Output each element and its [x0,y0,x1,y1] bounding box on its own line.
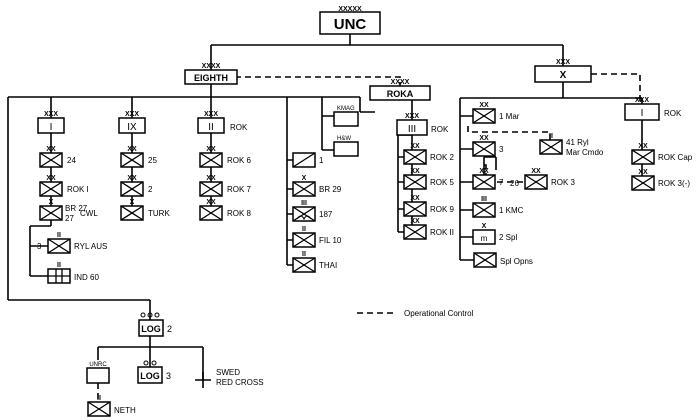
x-unit-26: 26 [510,179,519,188]
swed-label: SWED [216,368,240,377]
ii-corps-unit-rok6: ROK 6 [227,156,252,165]
unit-187-label: 187 [319,210,333,219]
iii-corps-label: III [408,124,416,135]
log2-number: 2 [167,324,172,334]
iii-corps-echelon: XXX [405,113,419,120]
i-corps-unit-br27: BR 27 [65,204,88,213]
unc-node: XXXXX UNC [319,6,381,35]
eighth-army-node: XXXX EIGHTH [184,63,238,85]
ix-corps-unit-2: 2 [148,185,153,194]
roka-echelon: XXXX [391,79,410,86]
rok-i-unit-3: ROK 3(-) [658,179,690,188]
eighth-echelon: XXXX [202,63,221,70]
x-unit-rok3: ROK 3 [551,178,576,187]
iii-corps-unit-rok9: ROK 9 [430,205,455,214]
rok-i-corps-side-label: ROK [664,109,682,118]
ii-corps-side-label: ROK [230,123,248,132]
rok-i-corps-label: I [641,108,644,119]
red-cross-label: RED CROSS [216,378,264,387]
x-unit-3: 3 [499,145,504,154]
i-corps-label: I [50,122,53,133]
legend: Operational Control [357,309,474,318]
x-unit-spl-opns: Spl Opns [500,257,533,266]
i-corps-unit-24: 24 [67,156,76,165]
x-corps-echelon: XXX [556,59,570,66]
unrc-label: UNRC [89,362,107,368]
roka-label: ROKA [387,89,414,99]
i-corps-echelon: XXX [44,111,58,118]
log3-number: 3 [166,371,171,381]
svg-text:X: X [482,223,487,230]
roka-node: XXXX ROKA [369,79,431,101]
ix-corps: XXX IX 25 2 TURK [118,111,170,221]
iii-corps-unit-rok2: ROK 2 [430,153,455,162]
iii-corps-unit-rok5: ROK 5 [430,178,455,187]
log3-node: LOG 3 [137,360,171,384]
rok-i-corps-echelon: XXX [635,97,649,104]
unit-1-label: 1 [319,156,324,165]
kmag-label: KMAG [337,106,355,112]
i-corps-unit-rok-i: ROK I [67,185,89,194]
eighth-label: EIGHTH [194,73,228,83]
x-unit-7: 7 [499,178,504,187]
log3-label: LOG [140,371,160,381]
log2-node: LOG 2 [138,312,172,337]
ix-corps-echelon: XXX [125,111,139,118]
advisory-units: KMAG H&W [333,106,359,157]
x-unit-1mar: 1 Mar [499,112,520,121]
ix-corps-unit-turk: TURK [148,209,170,218]
x-corps-units: 1 Mar 3 41 Ryl Mar Cmdo 7 26 ROK 3 1 KMC… [472,101,604,268]
ii-rok-corps: XXX II ROK ROK 6 ROK 7 ROK 8 [197,111,252,221]
x-unit-spl-opns-box [473,252,497,268]
x-unit-1kmc: 1 KMC [499,206,524,215]
unc-echelon: XXXXX [338,6,362,13]
ind60-unit: II [47,262,71,284]
ii-corps-unit-rok8: ROK 8 [227,209,252,218]
unrc-node: UNRC [86,362,110,384]
x-unit-41ryl: 41 Ryl [566,138,589,147]
rok-i-corps: XXX I ROK ROK Cap ROK 3(-) [624,97,693,191]
unit-thai-label: THAI [319,261,337,270]
ix-corps-label: IX [127,122,137,133]
operational-control-lines [97,73,641,400]
legend-label: Operational Control [404,309,474,318]
svg-text:II: II [57,262,61,269]
ii-corps-label: II [208,122,214,133]
iii-rok-corps: XXX III ROK ROK 2 ROK 5 ROK 9 ROK II [396,113,455,240]
airborne-187: III [292,200,316,222]
x-corps-node: XXX X [534,59,592,83]
unc-label: UNC [334,16,367,33]
iii-corps-unit-rokii: ROK II [430,228,454,237]
logistics-branch: LOG 2 UNRC LOG 3 SWED RED CROSS NETH [86,312,264,417]
x-unit-m: m [481,234,488,243]
cav-division-1 [292,152,316,168]
x-corps-label: X [560,70,567,81]
x-unit-mar-cmdo: Mar Cmdo [566,148,604,157]
neth-label: NETH [114,406,136,415]
unit-fil10-label: FIL 10 [319,236,342,245]
i-corps-unit-cwl: CWL [80,209,98,218]
rylaus-label: RYL AUS [74,242,107,251]
i-corps: XXX I 24 ROK I BR 27 27 CWL 3 RYL AUS II… [37,111,107,284]
hw-label: H&W [337,136,351,142]
log2-label: LOG [141,324,161,334]
x-unit-2spl: 2 Spl [499,233,517,242]
iii-corps-side-label: ROK [431,125,449,134]
rylaus-number: 3 [37,242,42,251]
rok-i-unit-cap: ROK Cap [658,153,693,162]
unit-br29-label: BR 29 [319,185,342,194]
ii-corps-echelon: XXX [204,111,218,118]
eighth-separate-units: 1 BR 29 III 187 FIL 10 THAI [292,152,342,273]
ii-corps-unit-rok7: ROK 7 [227,185,252,194]
ind60-label: IND 60 [74,273,99,282]
x-unit-2spl-box: X m [472,223,496,245]
i-corps-unit-br27-num: 27 [65,214,74,223]
svg-text:III: III [301,200,307,207]
ix-corps-unit-25: 25 [148,156,157,165]
